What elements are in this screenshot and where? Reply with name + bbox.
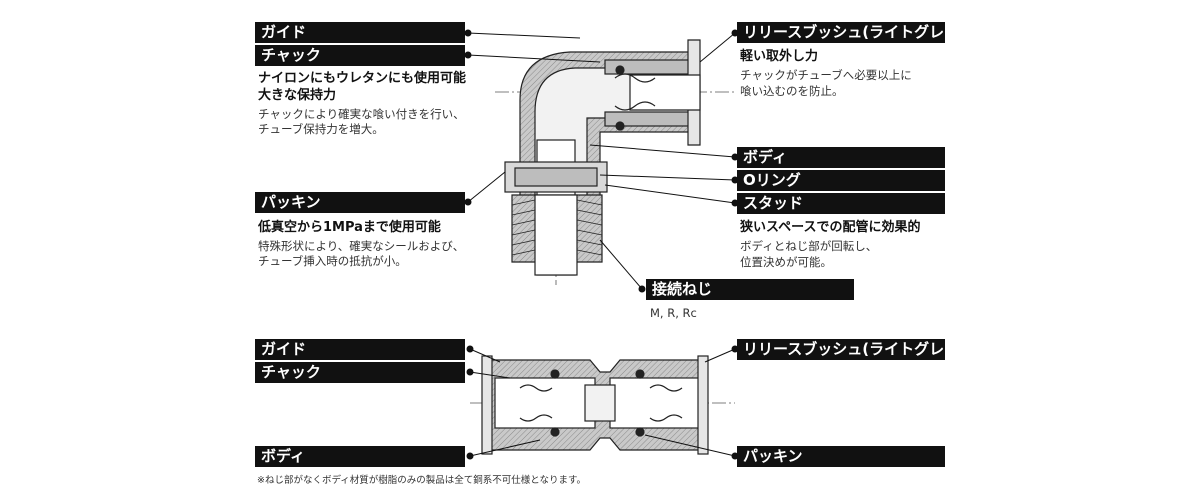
label-packing: パッキン [255, 192, 465, 213]
packing-desc-1: 特殊形状により、確実なシールおよび、 [258, 239, 465, 253]
chuck-heading-1: ナイロンにもウレタンにも使用可能 [258, 71, 467, 86]
release-heading: 軽い取外し力 [740, 49, 819, 64]
packing-heading: 低真空から1MPaまで使用可能 [258, 220, 441, 235]
union-fitting-cross-section [470, 355, 735, 455]
thread-desc: M, R, Rc [650, 306, 697, 320]
release-desc-1: チャックがチューブへ必要以上に [740, 68, 912, 82]
label-chuck: チャック [255, 45, 465, 66]
leader-lines-bottom [466, 345, 739, 460]
footnote: ※ねじ部がなくボディ材質が樹脂のみの製品は全て銅系不可仕様となります。 [257, 475, 587, 486]
label-thread: 接続ねじ [646, 279, 854, 300]
bottom-label-guide: ガイド [255, 339, 465, 360]
label-guide: ガイド [255, 22, 465, 43]
bottom-label-release-bush: リリースブッシュ(ライトグレー) [737, 339, 966, 360]
label-release-bush: リリースブッシュ(ライトグレー) [737, 22, 966, 43]
leader-lines-top [464, 29, 739, 293]
release-desc-2: 喰い込むのを防止。 [740, 84, 844, 98]
chuck-desc-2: チューブ保持力を増大。 [258, 122, 384, 136]
elbow-fitting-cross-section [495, 39, 735, 285]
stud-heading: 狭いスペースでの配管に効果的 [740, 220, 921, 235]
bottom-label-body: ボディ [255, 446, 465, 467]
bottom-label-packing: パッキン [737, 446, 945, 467]
stud-desc-1: ボディとねじ部が回転し、 [740, 239, 878, 253]
packing-desc-2: チューブ挿入時の抵抗が小。 [258, 254, 407, 268]
stud-desc-2: 位置決めが可能。 [740, 255, 832, 269]
label-oring: Oリング [737, 170, 945, 191]
label-stud: スタッド [737, 193, 945, 214]
label-body: ボディ [737, 147, 945, 168]
bottom-label-chuck: チャック [255, 362, 465, 383]
chuck-heading-2: 大きな保持力 [258, 88, 337, 103]
chuck-desc-1: チャックにより確実な喰い付きを行い、 [258, 107, 465, 121]
